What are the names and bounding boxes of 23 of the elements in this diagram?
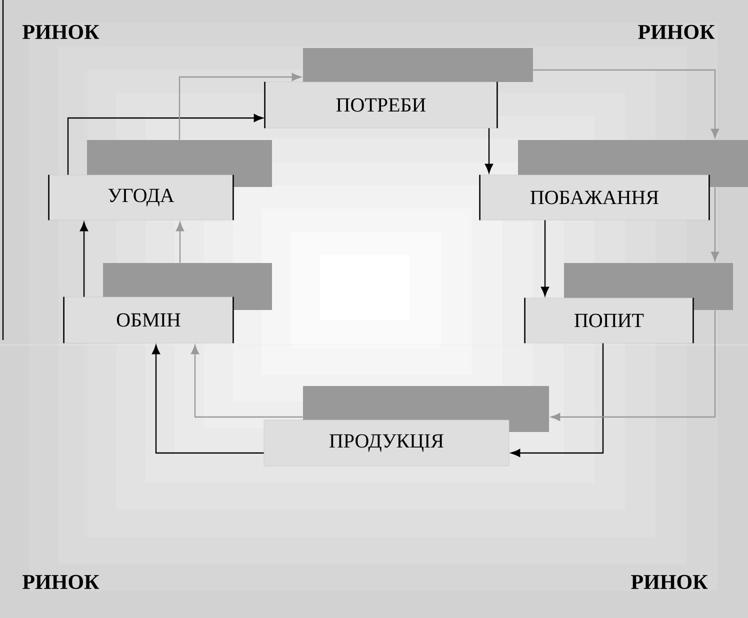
process-box: ПОТРЕБИ <box>264 82 498 128</box>
arrow <box>533 69 719 138</box>
arrow <box>178 73 302 140</box>
market-label: РИНОК <box>638 24 715 40</box>
arrow <box>191 344 303 418</box>
arrow <box>550 310 716 421</box>
arrow <box>176 222 184 263</box>
process-box: ПРОДУКЦІЯ <box>264 420 510 466</box>
market-label: РИНОК <box>631 574 708 590</box>
arrow <box>152 344 264 454</box>
market-label: РИНОК <box>22 24 100 40</box>
arrow <box>711 187 719 262</box>
process-box: ПОБАЖАННЯ <box>479 174 710 220</box>
arrow <box>67 114 264 175</box>
process-box: УГОДА <box>48 174 234 220</box>
arrow <box>510 343 604 457</box>
arrow <box>541 220 549 296</box>
process-box: ПОПИТ <box>524 298 694 344</box>
market-label: РИНОК <box>22 574 100 590</box>
shadow-bar <box>303 48 533 82</box>
arrow <box>80 222 88 297</box>
process-box: ОБМІН <box>63 296 234 344</box>
arrow <box>485 128 494 174</box>
